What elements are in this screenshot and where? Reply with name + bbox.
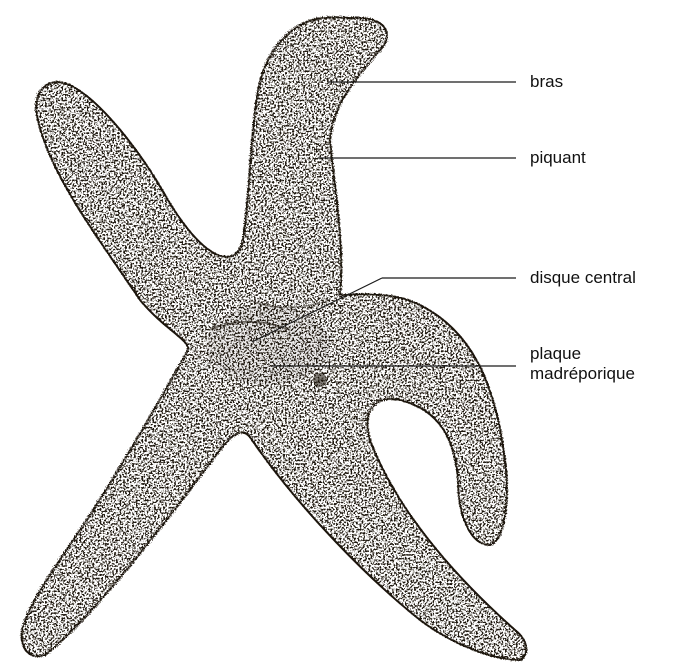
label-disque-central: disque central [530,268,636,288]
label-bras: bras [530,72,563,92]
label-plaque: plaque [530,344,581,364]
label-piquant: piquant [530,148,586,168]
label-madreporique: madréporique [530,364,635,384]
starfish-body [22,17,527,660]
